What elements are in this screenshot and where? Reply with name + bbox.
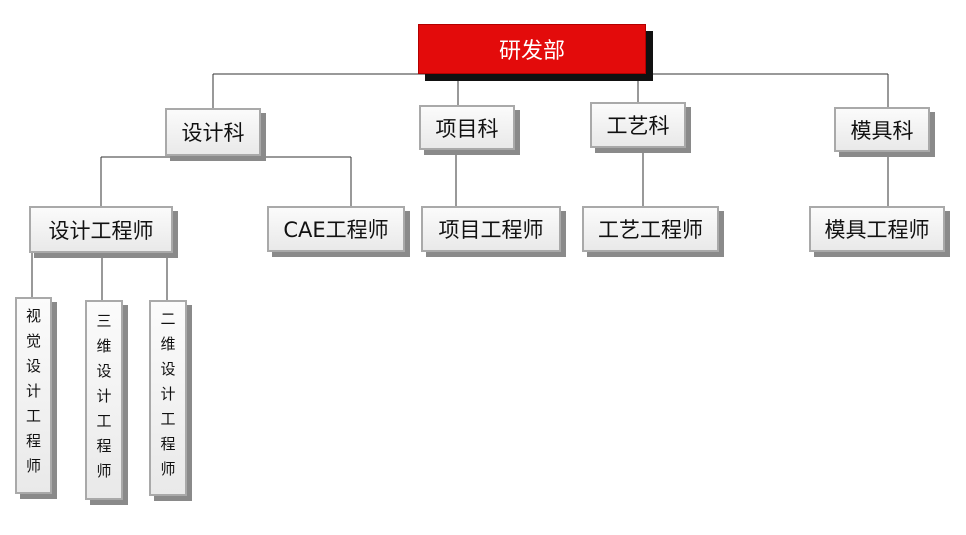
node-2d-design-engineer: 二维设计工程师: [149, 300, 187, 496]
node-label: 视觉设计工程师: [24, 308, 42, 483]
node-label: 工艺科: [606, 114, 670, 138]
node-project-engineer: 项目工程师: [421, 206, 561, 252]
node-label: 模具科: [850, 118, 914, 143]
node-label: 三维设计工程师: [94, 312, 113, 488]
node-label: 设计工程师: [48, 218, 154, 243]
node-label: 二维设计工程师: [158, 310, 177, 486]
node-process-engineer: 工艺工程师: [582, 206, 719, 252]
node-label: 项目工程师: [438, 218, 544, 242]
node-label: CAE工程师: [283, 218, 389, 242]
root-node-rd-department: 研发部: [418, 24, 646, 74]
node-label: 工艺工程师: [598, 218, 703, 242]
node-label: 项目科: [435, 116, 499, 141]
node-mold-section: 模具科: [834, 107, 930, 152]
node-design-engineer: 设计工程师: [29, 206, 173, 253]
node-project-section: 项目科: [419, 105, 515, 150]
node-cae-engineer: CAE工程师: [267, 206, 405, 252]
node-process-section: 工艺科: [590, 102, 686, 148]
node-label: 模具工程师: [824, 218, 930, 242]
node-design-section: 设计科: [165, 108, 261, 156]
node-3d-design-engineer: 三维设计工程师: [85, 300, 123, 500]
node-visual-design-engineer: 视觉设计工程师: [15, 297, 52, 494]
node-label: 设计科: [181, 121, 245, 145]
root-node-label: 研发部: [498, 39, 565, 64]
node-mold-engineer: 模具工程师: [809, 206, 945, 252]
